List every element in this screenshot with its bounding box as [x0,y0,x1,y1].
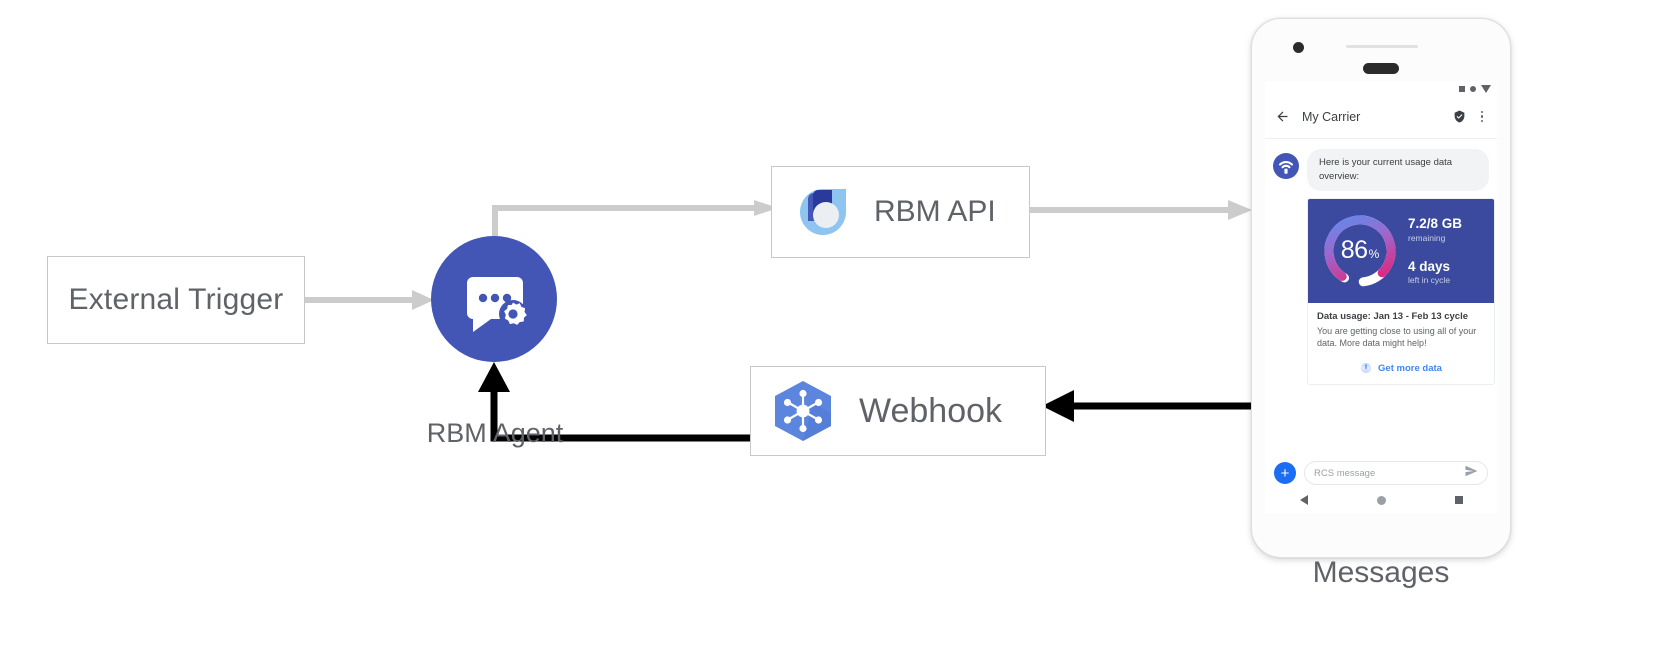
phone-screen: My Carrier [1265,81,1497,513]
overflow-menu-icon[interactable] [1477,109,1488,125]
earpiece-speaker [1363,63,1399,74]
usage-stats: 7.2/8 GB remaining 4 days left in cycle [1402,216,1494,285]
phone-mockup: My Carrier [1251,18,1511,558]
carrier-signal-icon [1278,160,1294,174]
chat-gear-icon [467,277,527,332]
globe-icon [1361,363,1372,374]
dot-icon [1470,86,1476,92]
back-nav-icon[interactable] [1299,495,1308,505]
square-icon [1459,86,1465,92]
connector-api-to-phone [1026,200,1252,220]
speaker-grille [1346,45,1418,48]
node-rbm-api[interactable]: RBM API [771,166,1030,258]
webhook-label: Webhook [859,391,1003,430]
verified-shield-icon[interactable] [1453,110,1466,123]
card-action-get-more-data[interactable]: Get more data [1308,354,1494,384]
card-text-block: Data usage: Jan 13 - Feb 13 cycle You ar… [1308,303,1494,355]
rbm-agent-label: RBM Agent [426,418,564,448]
front-camera-icon [1293,42,1304,53]
message-bubble: Here is your current usage data overview… [1307,149,1489,191]
home-nav-icon[interactable] [1376,495,1386,505]
avatar [1273,153,1299,179]
webhook-hexagon-icon [775,381,831,441]
rbm-api-icon [800,189,846,235]
usage-panel: 86 % 7.2/8 GB remaining 4 days left in c… [1308,198,1494,303]
data-remaining-caption: remaining [1408,232,1446,243]
card-action-label: Get more data [1378,362,1442,374]
status-bar [1459,83,1491,95]
rbm-api-label: RBM API [874,195,996,228]
gauge-percent-sign: % [1368,247,1380,262]
data-remaining-value: 7.2/8 GB [1408,216,1463,232]
days-left-value: 4 days [1408,258,1451,274]
back-arrow-icon[interactable] [1275,109,1290,124]
triangle-icon [1481,85,1491,93]
recents-nav-icon[interactable] [1454,496,1463,504]
message-composer: + RCS message [1265,459,1497,487]
usage-gauge: 86 % [1318,209,1402,293]
card-body: You are getting close to using all of yo… [1317,325,1477,349]
android-nav-bar [1265,487,1497,513]
app-bar: My Carrier [1265,95,1497,139]
external-trigger-label: External Trigger [68,283,284,316]
node-external-trigger[interactable]: External Trigger [47,256,305,344]
phone-caption: Messages [1312,556,1450,589]
gauge-value: 86 % [1318,209,1402,293]
message-row: Here is your current usage data overview… [1273,149,1489,191]
app-bar-title: My Carrier [1302,109,1361,124]
node-rbm-agent[interactable] [431,236,557,362]
add-attachment-button[interactable]: + [1274,462,1296,484]
connector-phone-to-webhook [1042,390,1264,422]
card-title: Data usage: Jan 13 - Feb 13 cycle [1317,310,1469,322]
connector-trigger-to-agent [300,290,434,310]
send-icon[interactable] [1464,464,1478,483]
rich-card[interactable]: 86 % 7.2/8 GB remaining 4 days left in c… [1307,197,1495,386]
gauge-percent: 86 [1340,236,1368,265]
rcs-message-placeholder: RCS message [1314,467,1376,479]
conversation-thread: Here is your current usage data overview… [1265,139,1497,459]
node-webhook[interactable]: Webhook [750,366,1046,456]
days-left-caption: left in cycle [1408,275,1451,286]
rcs-message-input[interactable]: RCS message [1304,461,1488,485]
